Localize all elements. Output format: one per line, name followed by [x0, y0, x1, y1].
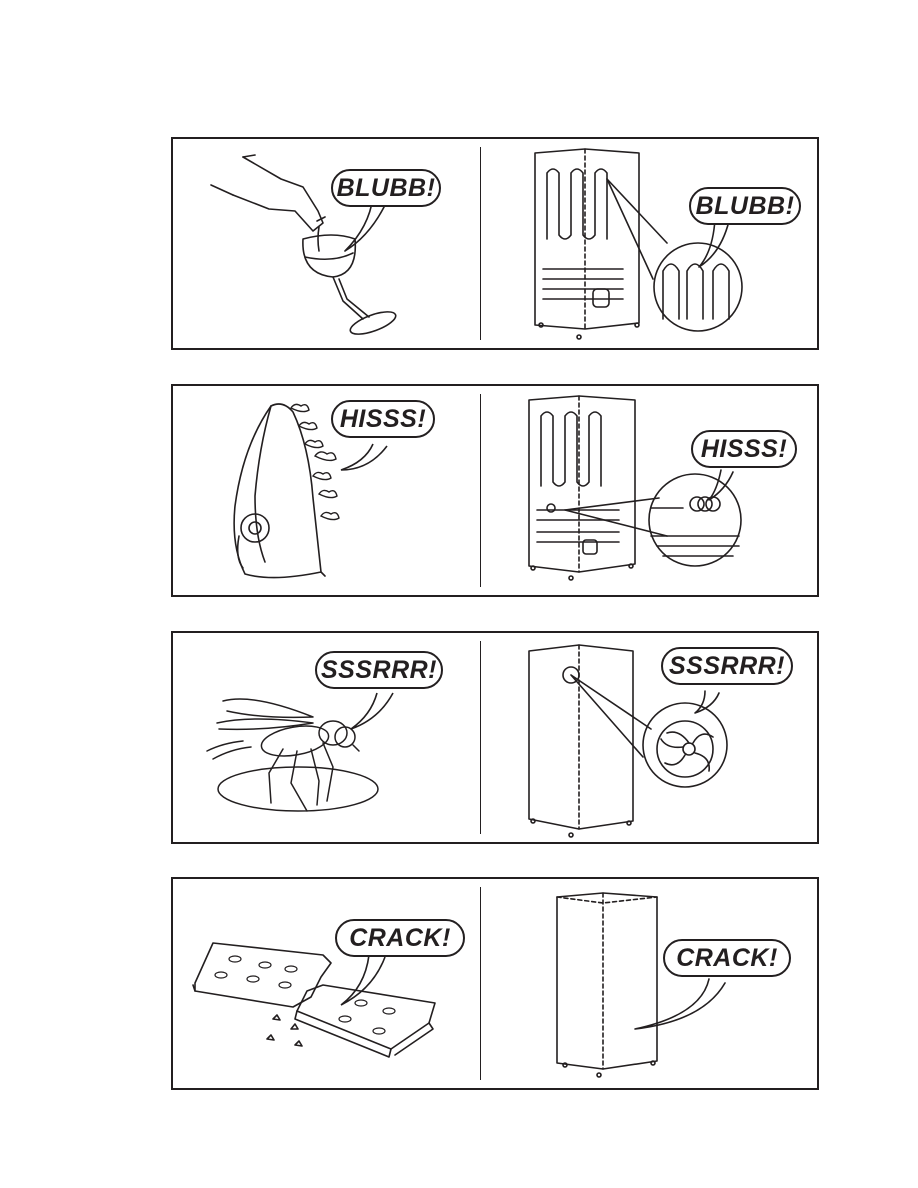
- panel-divider: [480, 887, 481, 1080]
- panel-crack-illustration: [173, 879, 817, 1088]
- sound-bubble-right: CRACK!: [663, 939, 791, 977]
- sound-bubble-right: SSSRRR!: [661, 647, 793, 685]
- pour-stream-icon: [318, 227, 319, 251]
- fly-icon: [207, 699, 378, 811]
- panel-divider: [480, 147, 481, 340]
- panel-sssrrr: SSSRRR! SSSRRR!: [171, 631, 819, 844]
- sound-bubble-right: BLUBB!: [689, 187, 801, 225]
- fridge-cabinet-icon: [557, 893, 725, 1077]
- sound-bubble-left: CRACK!: [335, 919, 465, 957]
- panel-divider: [480, 641, 481, 834]
- sound-bubble-left: SSSRRR!: [315, 651, 443, 689]
- sound-bubble-left: BLUBB!: [331, 169, 441, 207]
- panel-hisss: HISSS! HISSS!: [171, 384, 819, 597]
- wine-bottle-icon: [211, 155, 325, 231]
- panel-blubb: BLUBB! BLUBB!: [171, 137, 819, 350]
- panel-divider: [480, 394, 481, 587]
- wine-glass-icon: [303, 235, 398, 339]
- panel-blubb-illustration: [173, 139, 817, 348]
- fridge-coil-detail-icon: [529, 396, 741, 580]
- fridge-tubing-detail-icon: [535, 149, 742, 339]
- panel-crack: CRACK! CRACK!: [171, 877, 819, 1090]
- sound-bubble-left: HISSS!: [331, 400, 435, 438]
- cracker-breaking-icon: [193, 943, 435, 1057]
- sound-bubble-right: HISSS!: [691, 430, 797, 468]
- panel-hisss-illustration: [173, 386, 817, 595]
